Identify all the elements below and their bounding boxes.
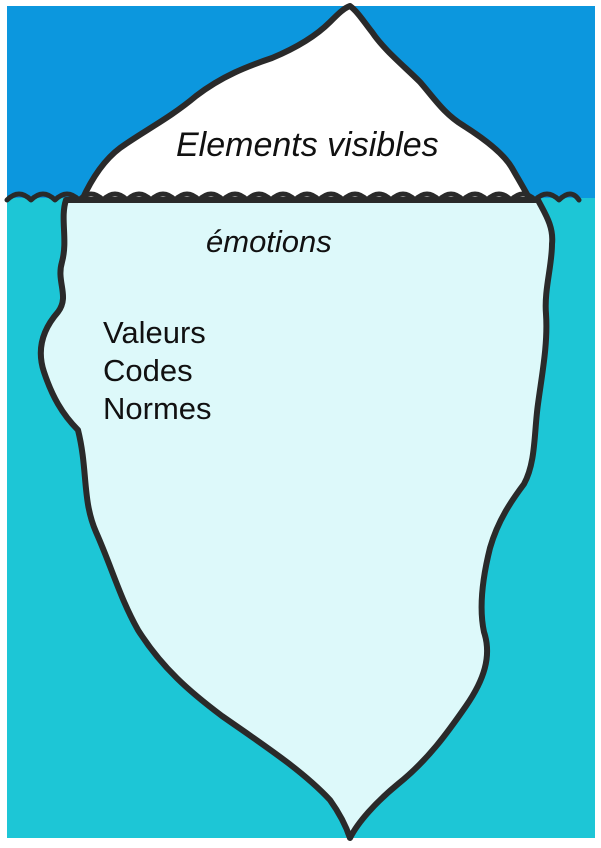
hidden-item-valeurs: Valeurs: [103, 314, 212, 352]
label-emotions: émotions: [206, 226, 332, 257]
hidden-item-codes: Codes: [103, 352, 212, 390]
hidden-elements-list: Valeurs Codes Normes: [103, 314, 212, 428]
label-visible-elements: Elements visibles: [176, 128, 439, 162]
hidden-item-normes: Normes: [103, 390, 212, 428]
